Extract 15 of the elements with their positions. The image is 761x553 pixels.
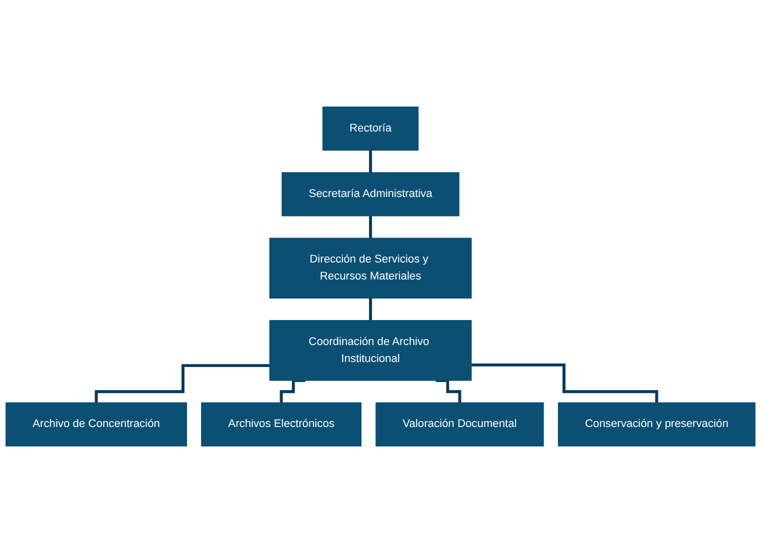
connector [369,296,372,322]
node-box: Conservación y preservación [558,402,756,446]
connector [280,378,306,404]
connector [436,378,462,404]
node-box: Coordinación de Archivo Institucional [269,320,472,381]
connector [369,214,372,240]
connector [471,363,658,404]
node-box: Valoración Documental [376,402,544,446]
connector [369,148,372,174]
node-box: Rectoría [322,106,419,151]
node-box: Dirección de Servicios y Recursos Materiales [269,238,472,299]
node-box: Archivo de Concentración [6,402,187,446]
node-box: Archivos Electrónicos [201,402,362,446]
connector [94,364,270,404]
node-box: Secretaría Administrativa [282,172,460,216]
